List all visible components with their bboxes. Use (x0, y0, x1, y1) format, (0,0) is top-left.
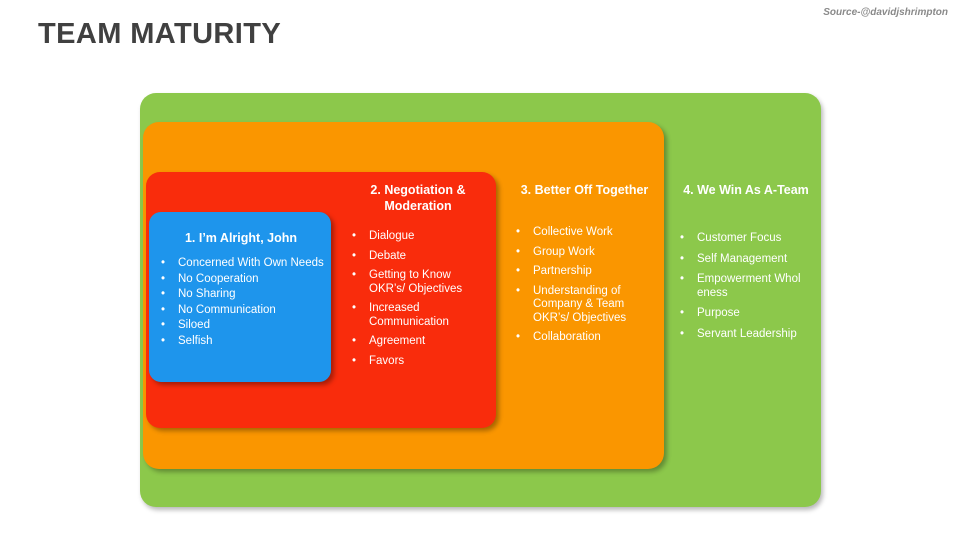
list-item-label: Group Work (533, 245, 595, 258)
list-item: • Self Management (676, 253, 816, 267)
list-item-label: No Cooperation (178, 272, 259, 285)
list-item: • Agreement (348, 335, 488, 349)
stage-3-content: 3. Better Off Together •Collective Work•… (512, 182, 657, 351)
bullet-icon: • (680, 327, 685, 340)
list-item: • Debate (348, 250, 488, 264)
list-item: • Siloed (157, 319, 325, 333)
stage-3-heading: 3. Better Off Together (520, 183, 649, 197)
list-item-label: Customer Focus (697, 232, 782, 244)
stage-2-list: • Dialogue • Debate • Getting to Know OKR’s/ … (348, 230, 488, 368)
list-item: • No Cooperation (157, 273, 325, 287)
bullet-icon: • (161, 257, 166, 269)
list-item: • Collective Work (512, 226, 657, 240)
bullet-icon: • (680, 273, 685, 285)
list-item: • Servant Leadership (676, 328, 816, 342)
list-item-label: Purpose (697, 307, 740, 319)
page-title: TEAM MATURITY (38, 18, 282, 50)
bullet-icon: • (161, 303, 166, 316)
list-item-label: No Sharing (178, 288, 236, 300)
list-item-label: Getting to Know OKR’s/ Objectives (369, 269, 463, 295)
stage-4-list: • Customer Focus • Self Management • Empowerm… (676, 232, 816, 341)
list-item: • Customer Focus (676, 232, 816, 246)
list-item-label: Agreement (369, 335, 426, 347)
list-item-label: Selfish (178, 334, 213, 347)
bullet-icon: • (516, 331, 521, 343)
list-item-label: Increased Communication (369, 302, 449, 328)
list-item: • Group Work (512, 246, 657, 260)
bullet-icon: • (161, 288, 166, 300)
stage-4-content: 4. We Win As A-Team • Customer Focus • Self… (676, 182, 816, 348)
list-item-label: Siloed (178, 319, 210, 331)
bullet-icon: • (352, 269, 357, 281)
list-item: • Understanding of Company & Team OKR’s/ … (512, 285, 657, 326)
stage-2-content: 2. Negotiation & Moderation • Dialogue • De… (348, 182, 488, 374)
list-item-label: Dialogue (369, 230, 415, 242)
list-item-label: Debate (369, 249, 407, 262)
list-item: • Empowerment Whol eness (676, 273, 816, 300)
list-item-label: Collective Work (533, 226, 613, 238)
bullet-icon: • (680, 307, 685, 319)
stage-1-panel (149, 212, 331, 382)
list-item-label: Partnership (533, 265, 592, 277)
list-item-label: Understanding of Company & Team OKR’s/ O… (533, 284, 627, 324)
bullet-icon: • (161, 272, 166, 285)
list-item: • No Sharing (157, 288, 325, 302)
stage-4-heading: 4. We Win As A-Team (683, 183, 809, 197)
list-item: • Selfish (157, 335, 325, 349)
list-item: • No Communication (157, 304, 325, 318)
bullet-icon: • (680, 252, 685, 265)
bullet-icon: • (161, 319, 166, 331)
list-item: • Collaboration (512, 331, 657, 345)
list-item-label: Concerned With Own Needs (178, 257, 324, 269)
bullet-icon: • (680, 232, 685, 244)
bullet-icon: • (352, 249, 357, 262)
stage-1-content: 1. I’m Alright, John • Concerned With Own… (157, 230, 325, 350)
source-credit: Source-@davidjshrimpton (823, 7, 948, 18)
list-item: • Dialogue (348, 230, 488, 244)
bullet-icon: • (516, 245, 521, 258)
list-item-label: Favors (369, 354, 405, 367)
stage-2-heading: 2. Negotiation & Moderation (370, 183, 466, 213)
bullet-icon: • (516, 284, 521, 297)
stage-1-list: • Concerned With Own Needs • No Cooperation… (157, 257, 325, 348)
bullet-icon: • (161, 334, 166, 347)
list-item: • Concerned With Own Needs (157, 257, 325, 271)
list-item-label: Self Management (697, 252, 788, 265)
bullet-icon: • (352, 302, 357, 314)
bullet-icon: • (516, 226, 521, 238)
list-item: • Partnership (512, 265, 657, 279)
list-item: • Increased Communication (348, 302, 488, 329)
bullet-icon: • (352, 230, 357, 242)
stage-3-list: •Collective Work•Group Work•Partnership•… (512, 226, 657, 345)
list-item-label: Collaboration (533, 331, 601, 343)
stage-1-heading: 1. I’m Alright, John (184, 231, 298, 245)
list-item: • Favors (348, 355, 488, 369)
list-item: • Purpose (676, 307, 816, 321)
list-item-label: Servant Leadership (697, 327, 797, 340)
bullet-icon: • (516, 265, 521, 277)
list-item-label: No Communication (178, 303, 276, 316)
list-item: • Getting to Know OKR’s/ Objectives (348, 269, 488, 296)
list-item-label: Empowerment Whol eness (697, 273, 801, 299)
bullet-icon: • (352, 354, 357, 367)
bullet-icon: • (352, 335, 357, 347)
